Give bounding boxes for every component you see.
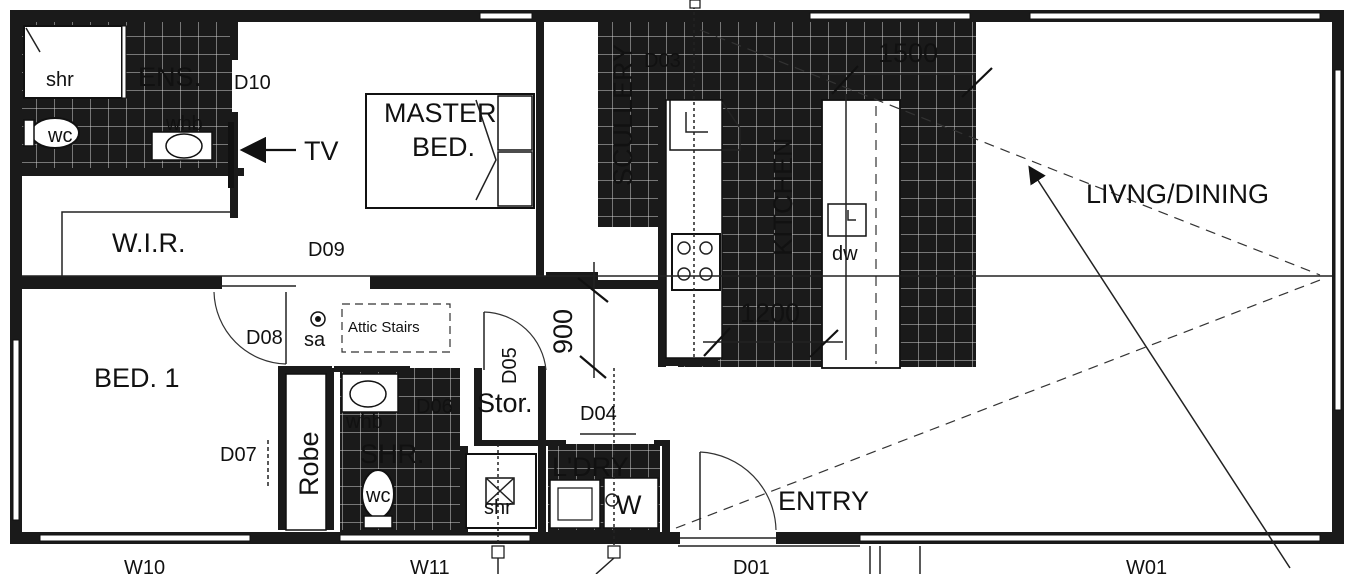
label-d04: D04	[580, 403, 617, 425]
bathroom-fixtures	[285, 373, 537, 531]
label-shr-shower: shr	[484, 497, 512, 519]
label-dishwasher: dw	[832, 243, 858, 265]
label-master-bed-2: BED.	[412, 132, 475, 162]
windows	[12, 12, 1342, 544]
label-d06: D06	[416, 396, 453, 418]
entry-swing	[699, 451, 777, 531]
label-smoke-alarm: sa	[304, 329, 326, 351]
d08-swing	[213, 291, 287, 365]
island-sink	[827, 203, 867, 237]
label-d05: D05	[499, 347, 521, 384]
dimension-labels: 1500 1200 900	[548, 38, 938, 354]
label-wir: W.I.R.	[112, 228, 186, 258]
label-shr-whb: whb	[345, 411, 383, 433]
ensuite-fixtures	[23, 25, 213, 161]
label-dim-900: 900	[548, 309, 578, 354]
window-right	[1334, 69, 1342, 411]
label-d08: D08	[246, 327, 283, 349]
window-bottom-w01	[859, 534, 1321, 542]
shr-basin	[349, 380, 387, 408]
label-kitchen: KITCHEN	[768, 137, 798, 256]
ens-basin	[165, 133, 203, 159]
label-d01: D01	[733, 557, 770, 574]
label-tv: TV	[304, 136, 339, 166]
d05-swing	[483, 311, 547, 371]
wir-shelf	[61, 211, 230, 276]
bed-pillow-top	[497, 95, 533, 151]
label-master-bed-1: MASTER	[384, 98, 497, 128]
label-attic-stairs: Attic Stairs	[348, 319, 420, 336]
robe-hanging	[285, 373, 327, 531]
window-bottom-w10	[39, 534, 251, 542]
label-w01: W01	[1126, 557, 1167, 574]
label-w10: W10	[124, 557, 165, 574]
label-ens-whb: whb	[165, 113, 203, 135]
window-top-2	[809, 12, 971, 20]
label-ens-wc: wc	[47, 125, 72, 147]
attic-hatch	[341, 303, 451, 353]
label-d03: D03	[644, 50, 681, 72]
service-markers	[491, 0, 921, 574]
label-laundry: L'DRY	[552, 452, 629, 482]
section-lines	[22, 29, 1332, 569]
label-washer: W	[616, 490, 642, 520]
label-dim-1200: 1200	[740, 298, 800, 328]
attic-stairs-outline	[310, 303, 451, 353]
door-swings	[213, 285, 777, 531]
window-bottom-w11	[339, 534, 531, 542]
label-shower-room: SHR.	[360, 439, 425, 469]
bed-pillow-bottom	[497, 151, 533, 207]
label-scullery: SCULLERY	[608, 44, 638, 186]
master-bed-furniture	[228, 93, 535, 209]
room-labels: ENS. TV MASTER BED. W.I.R. SCULLERY KITC…	[94, 44, 1269, 516]
label-ens-shower: shr	[46, 69, 74, 91]
label-dim-1500: 1500	[878, 38, 938, 68]
window-top-1	[479, 12, 533, 20]
ens-shower-screen	[121, 25, 127, 99]
internal-walls	[22, 22, 718, 532]
cooktop	[671, 233, 721, 291]
window-top-3	[1029, 12, 1321, 20]
fixture-labels: shr wc whb dw sa whb wc shr W	[46, 69, 858, 520]
label-living-dining: LIVNG/DINING	[1086, 179, 1269, 209]
label-w11: W11	[410, 557, 450, 574]
kitchen-fixtures	[665, 0, 901, 369]
label-robe: Robe	[294, 431, 324, 496]
ens-shower-base	[23, 25, 123, 99]
label-d07: D07	[220, 444, 257, 466]
fridge-space	[669, 99, 723, 151]
label-ensuite: ENS.	[138, 62, 201, 92]
label-store: Stor.	[477, 388, 533, 418]
window-labels: W10 W11 W01	[124, 557, 1167, 574]
label-bed1: BED. 1	[94, 363, 180, 393]
door-labels: D01 D03 D04 D05 D06 D07 D08 D09 D10	[220, 50, 770, 574]
label-d10: D10	[234, 72, 271, 94]
window-left	[12, 339, 20, 521]
label-entry: ENTRY	[778, 486, 869, 516]
label-shr-wc: wc	[365, 485, 390, 507]
dimension-lines	[577, 65, 993, 379]
laundry-fixtures	[549, 477, 659, 529]
washer	[603, 477, 659, 529]
label-d09: D09	[308, 239, 345, 261]
